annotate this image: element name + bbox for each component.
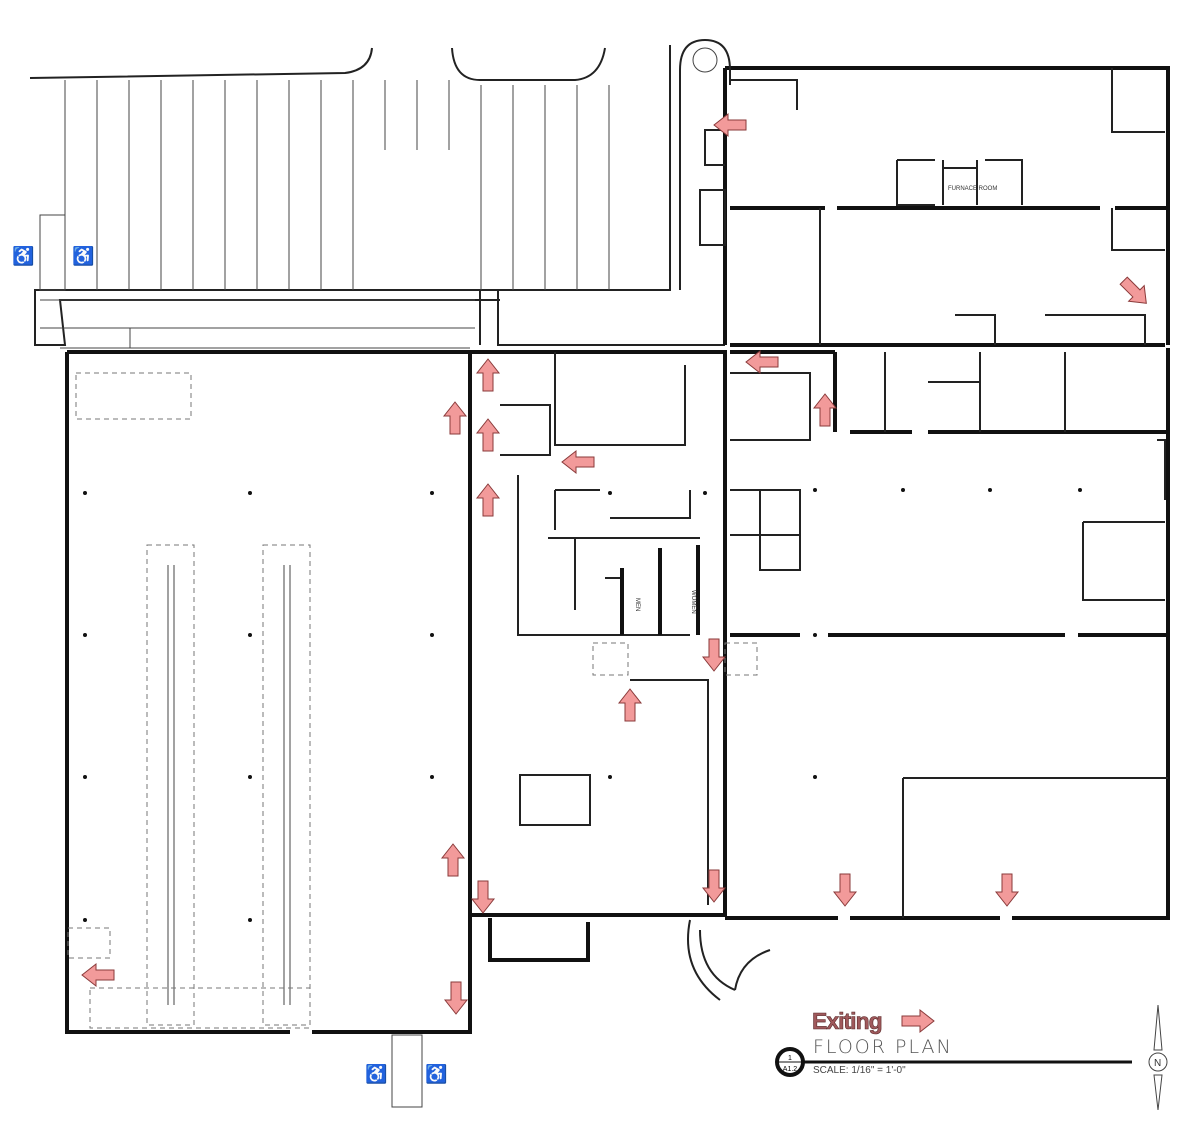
column-dot xyxy=(248,633,252,637)
furnace-room-label: FURNACE ROOM xyxy=(948,186,997,192)
column-dot xyxy=(901,488,905,492)
svg-text:♿: ♿ xyxy=(425,1063,447,1084)
svg-text:N: N xyxy=(1154,1058,1161,1069)
womens-restroom-label: WOMEN xyxy=(690,590,696,614)
exit-arrow-icon xyxy=(994,873,1020,907)
floor-plan-title: FLOOR PLAN xyxy=(813,1036,953,1058)
column-dot xyxy=(988,488,992,492)
exit-arrow-icon xyxy=(475,358,501,392)
exit-arrow-icon xyxy=(475,418,501,452)
svg-text:A1.2: A1.2 xyxy=(783,1066,798,1073)
exit-arrow-icon xyxy=(901,1008,935,1034)
section-marker-icon: 1 A1.2 xyxy=(775,1047,1132,1077)
parking-lot xyxy=(29,45,725,1108)
structural-columns xyxy=(83,488,1082,922)
column-dot xyxy=(813,488,817,492)
mens-restroom-label: MEN xyxy=(634,598,640,611)
column-dot xyxy=(430,775,434,779)
exit-arrow-icon xyxy=(701,869,727,903)
column-dot xyxy=(430,491,434,495)
exit-arrow-icon xyxy=(812,393,838,427)
column-dot xyxy=(608,775,612,779)
column-dot xyxy=(248,491,252,495)
column-dot xyxy=(813,633,817,637)
column-dot xyxy=(83,633,87,637)
column-dot xyxy=(248,918,252,922)
column-dot xyxy=(813,775,817,779)
column-dot xyxy=(83,775,87,779)
column-dot xyxy=(703,491,707,495)
exit-arrow-icon xyxy=(561,449,595,475)
building-walls xyxy=(65,38,1170,1034)
exit-arrow-icon xyxy=(81,962,115,988)
north-arrow-icon: N xyxy=(1148,1004,1168,1111)
column-dot xyxy=(1078,488,1082,492)
column-dot xyxy=(430,633,434,637)
column-dot xyxy=(83,918,87,922)
svg-text:♿: ♿ xyxy=(12,245,34,266)
scale-label: SCALE: 1/16" = 1'-0" xyxy=(813,1065,906,1076)
legend-exiting-label: Exiting xyxy=(812,1008,883,1035)
exit-arrow-icon xyxy=(440,843,466,877)
exit-arrow-icon xyxy=(1119,276,1147,304)
svg-text:♿: ♿ xyxy=(72,245,94,266)
exit-arrow-icon xyxy=(713,112,747,138)
exit-arrow-icon xyxy=(832,873,858,907)
svg-text:1: 1 xyxy=(788,1055,792,1062)
exit-arrow-icon xyxy=(475,483,501,517)
exit-arrow-icon xyxy=(470,880,496,914)
column-dot xyxy=(248,775,252,779)
svg-text:♿: ♿ xyxy=(365,1063,387,1084)
exit-arrow-icon xyxy=(617,688,643,722)
exit-arrow-icon xyxy=(701,638,727,672)
column-dot xyxy=(608,491,612,495)
accessible-parking-icon: ♿ ♿ ♿ ♿ xyxy=(12,245,447,1084)
exit-arrow-icon xyxy=(443,981,469,1015)
exit-arrow-icon xyxy=(745,349,779,375)
dashed-equipment xyxy=(67,372,758,1029)
column-dot xyxy=(83,491,87,495)
exit-arrow-icon xyxy=(442,401,468,435)
